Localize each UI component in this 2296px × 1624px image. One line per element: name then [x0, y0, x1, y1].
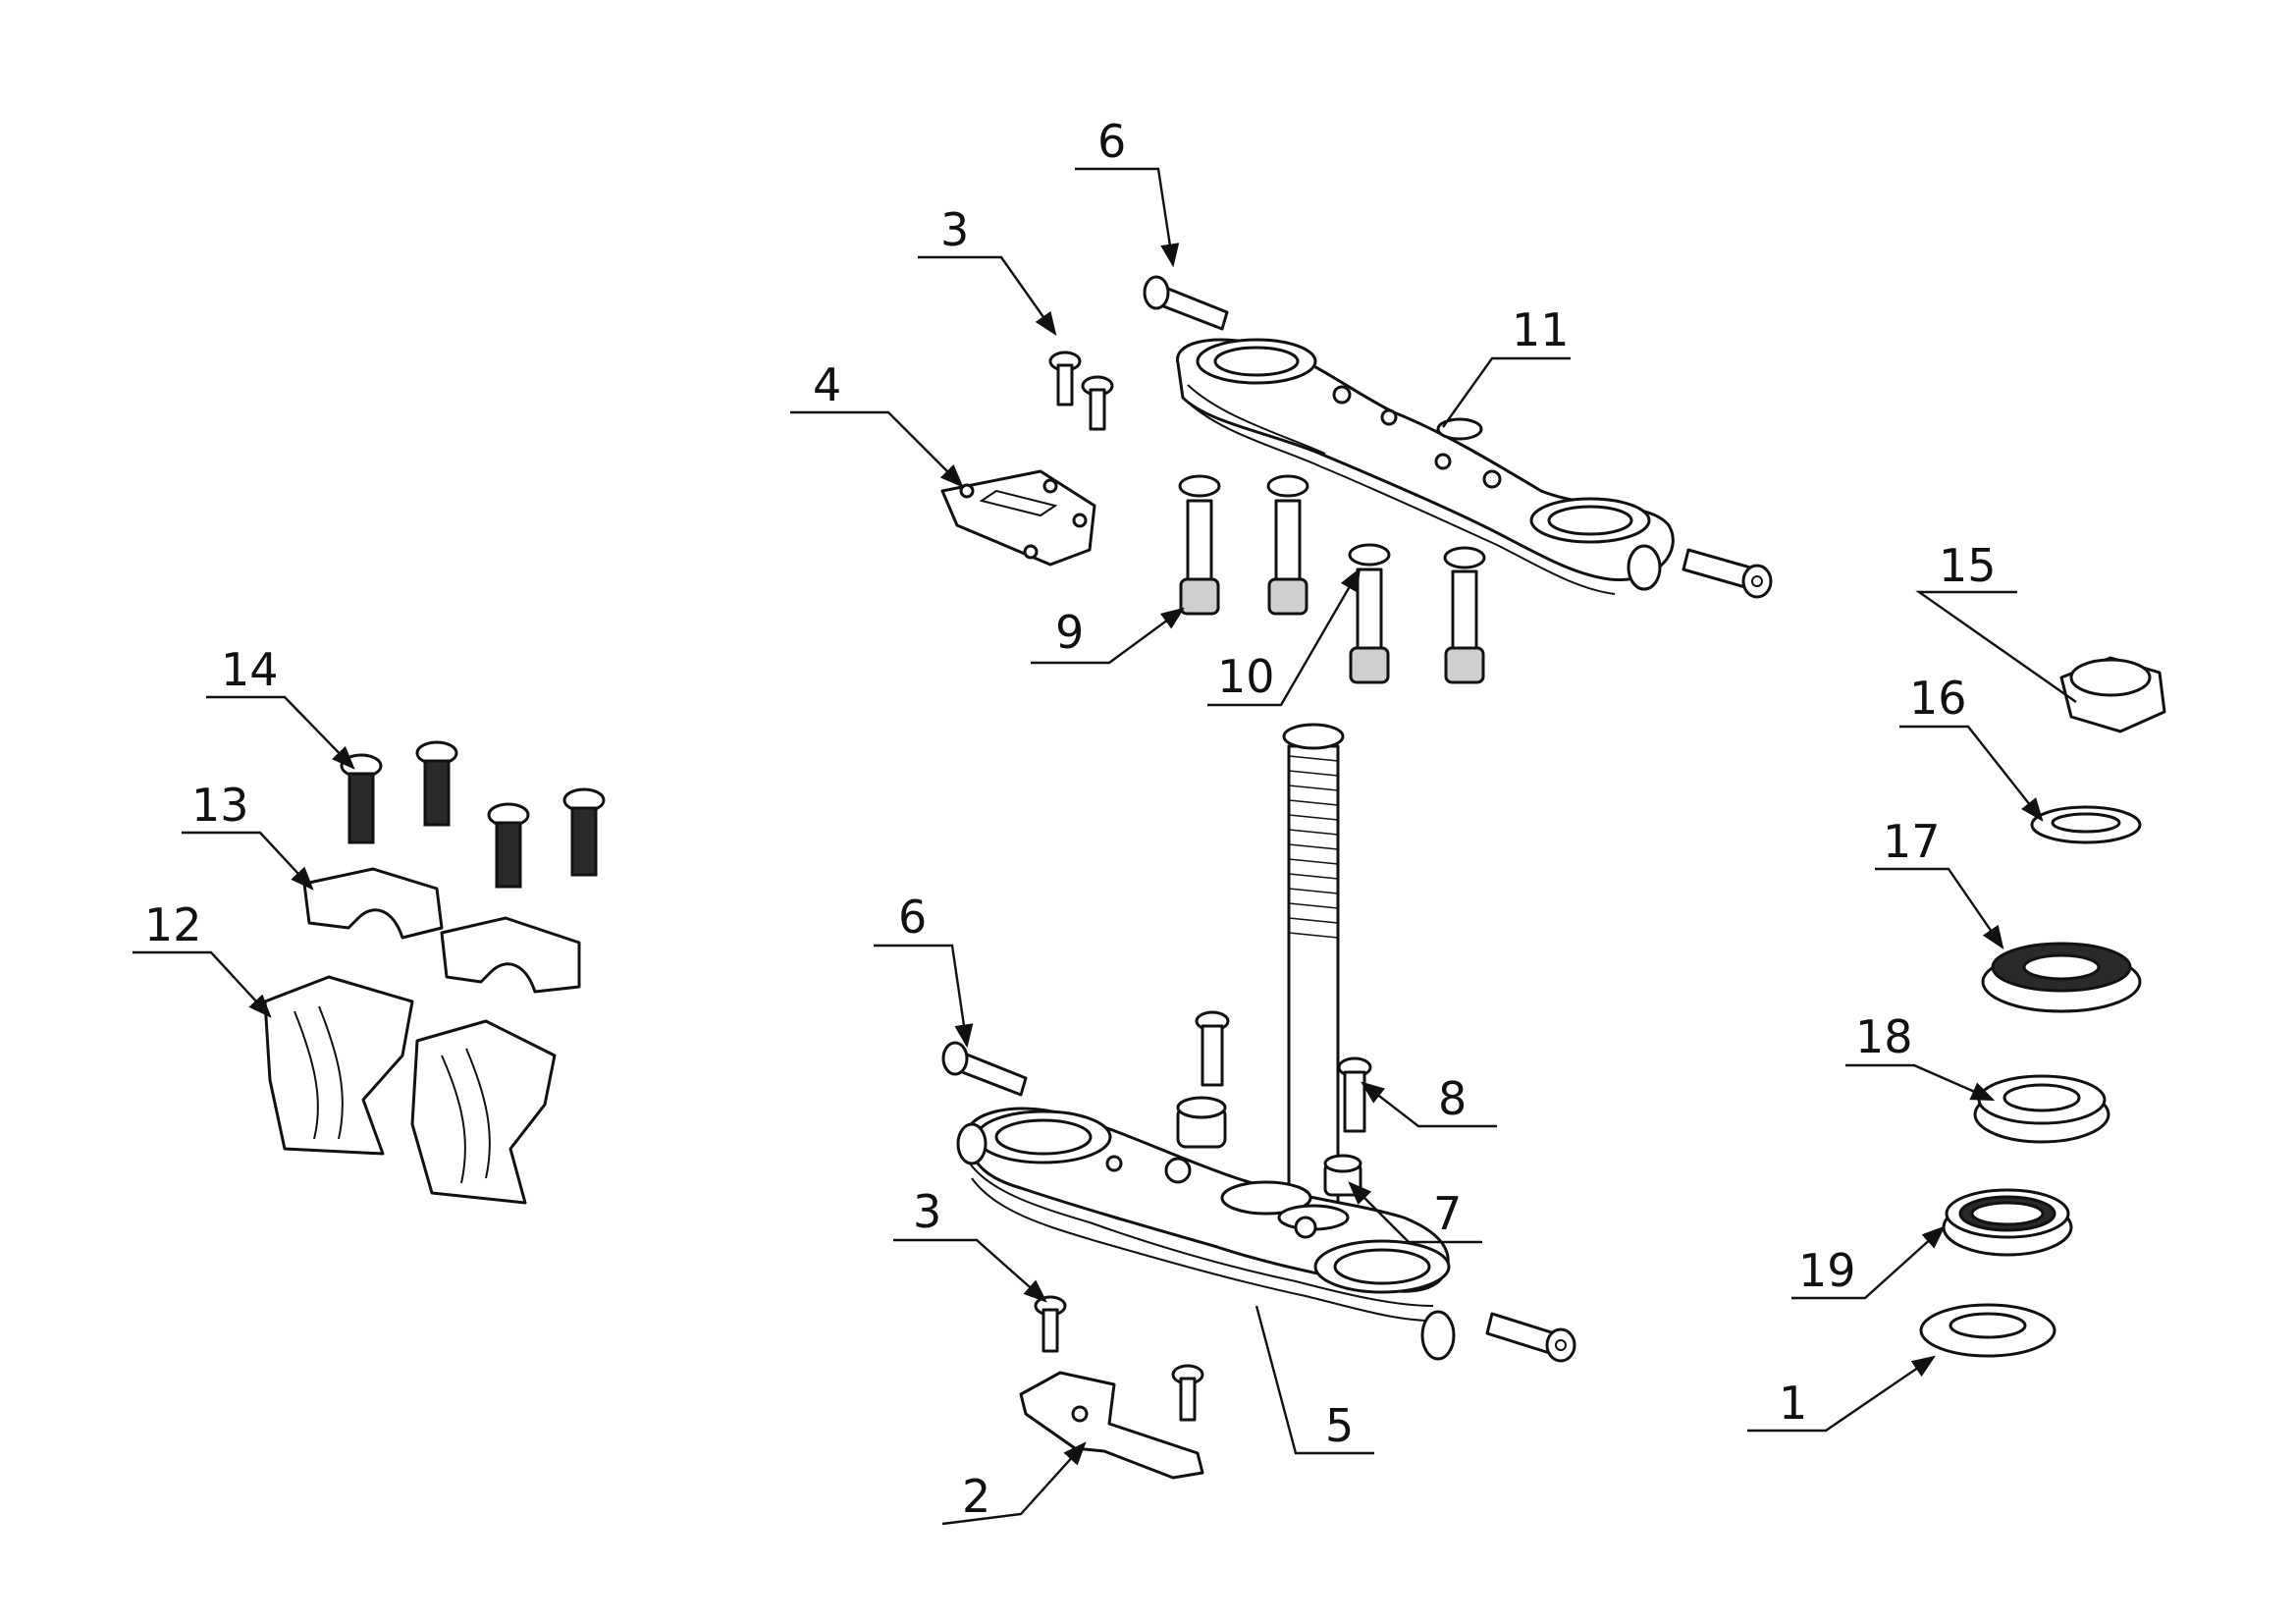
callout-10: 10 [1217, 650, 1275, 703]
callout-14: 14 [221, 643, 279, 696]
nut-15 [2059, 656, 2166, 733]
callout-11: 11 [1512, 303, 1570, 356]
lower-triple-clamp [956, 1107, 1456, 1361]
bearing-18 [1973, 1074, 2110, 1144]
steering-stem [1282, 723, 1345, 1219]
callout-1: 1 [1779, 1377, 1807, 1430]
risers-12 [263, 975, 557, 1205]
bolt-lower-clamp-right [1485, 1312, 1576, 1363]
callout-4: 4 [813, 358, 841, 411]
callout-5: 5 [1325, 1399, 1354, 1452]
washer-16 [2030, 805, 2142, 844]
bracket-2 [1019, 1371, 1204, 1480]
bolt-top-clamp-right [1682, 548, 1773, 599]
bolt-8 [1337, 1056, 1372, 1133]
screws-3-top [1048, 351, 1114, 431]
screw-3-bottom [1034, 1295, 1067, 1353]
callout-numbers: 6 3 4 11 9 10 15 16 17 18 19 1 14 13 12 … [144, 115, 1997, 1523]
callout-12: 12 [144, 898, 202, 951]
bolt-and-spacer-center [1176, 1010, 1230, 1149]
bearing-cap-17 [1981, 942, 2142, 1013]
callout-2: 2 [962, 1470, 990, 1523]
callout-16: 16 [1909, 672, 1967, 725]
callout-15: 15 [1939, 539, 1997, 592]
callout-13: 13 [191, 779, 249, 832]
callout-18: 18 [1855, 1010, 1913, 1063]
riser-caps-13 [302, 867, 581, 994]
bolts-9 [1178, 474, 1309, 616]
upper-triple-clamp [1176, 338, 1675, 595]
bolts-10 [1348, 543, 1486, 684]
leader-lines [133, 167, 2077, 1526]
callout-17: 17 [1883, 815, 1941, 868]
callout-7: 7 [1433, 1187, 1462, 1240]
callout-3-bottom: 3 [913, 1185, 941, 1238]
callout-8: 8 [1438, 1072, 1467, 1125]
callout-19: 19 [1798, 1244, 1856, 1297]
bracket-4 [940, 469, 1096, 567]
bearing-19 [1942, 1188, 2073, 1257]
bolts-14 [340, 740, 606, 889]
callout-6-bottom: 6 [898, 891, 927, 944]
screw-bottom-right [1171, 1364, 1204, 1422]
callout-9: 9 [1055, 606, 1084, 659]
bolt-6-top [1143, 275, 1229, 331]
seal-1 [1919, 1303, 2056, 1358]
callout-6-top: 6 [1097, 115, 1126, 168]
bolt-6-bottom [941, 1041, 1028, 1097]
callout-3-top: 3 [940, 203, 969, 256]
